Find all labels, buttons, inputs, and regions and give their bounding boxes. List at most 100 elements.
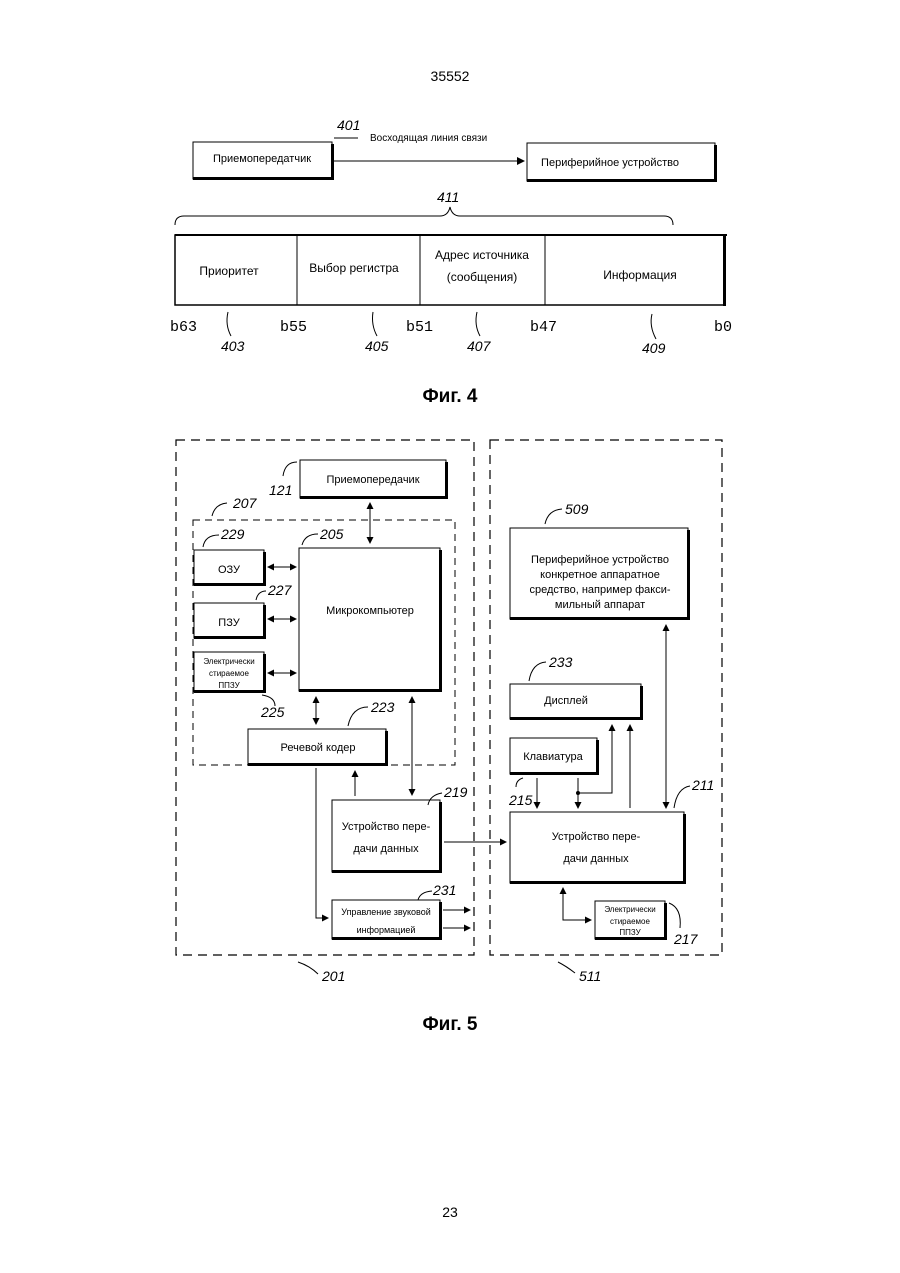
peripheral-hardware-box: Периферийное устройство конкретное аппар…: [510, 528, 690, 620]
figure-4-diagram: 401 Восходящая линия связи Приемопередат…: [0, 0, 900, 400]
eeprom-right-box: Электрически стираемое ППЗУ: [595, 901, 667, 940]
keyboard-label: Клавиатура: [523, 751, 583, 763]
vocoder-audio-link: [316, 768, 328, 918]
eeprom-right-line3: ППЗУ: [619, 928, 641, 937]
junction-dot: [576, 791, 580, 795]
ref-405: 405: [365, 338, 389, 354]
ref-215-leader: [516, 778, 523, 787]
rom-box: ПЗУ: [194, 603, 266, 639]
frame-ref: 411: [437, 189, 459, 205]
left-unit-boundary: [176, 440, 474, 955]
field-source-address-line2: (сообщения): [447, 270, 518, 284]
ref-205: 205: [319, 526, 344, 542]
field-information: Информация: [603, 268, 676, 282]
figure-5-diagram: Приемопередачик 121 207 Микрокомпьютер 2…: [0, 430, 900, 1000]
ref-233-leader: [529, 662, 546, 681]
ref-229: 229: [220, 526, 245, 542]
bit-b0: b0: [714, 319, 732, 336]
audio-control-box: Управление звуковой информацией: [332, 900, 442, 940]
eeprom-left-box: Электрически стираемое ППЗУ: [194, 652, 266, 693]
ref-231-leader: [418, 891, 432, 900]
fig5-transceiver-label: Приемопередачик: [326, 474, 419, 486]
uplink-ref: 401: [337, 117, 360, 133]
ref-201-leader: [298, 962, 318, 974]
ref-215: 215: [508, 792, 533, 808]
ref-407-leader: [476, 312, 480, 336]
peripheral-line4: мильный аппарат: [555, 599, 645, 611]
eeprom-left-line3: ППЗУ: [218, 681, 240, 690]
ref-217-leader: [669, 903, 680, 928]
data-transfer-right-line1: Устройство пере-: [552, 831, 641, 843]
ref-207: 207: [232, 495, 258, 511]
ram-box: ОЗУ: [194, 550, 266, 586]
ref-211-leader: [674, 786, 690, 808]
ref-511: 511: [579, 968, 601, 984]
ref-407: 407: [467, 338, 492, 354]
ref-409: 409: [642, 340, 666, 356]
audio-control-line2: информацией: [357, 925, 416, 935]
bit-b63: b63: [170, 319, 197, 336]
fig4-peripheral-label: Периферийное устройство: [541, 157, 679, 169]
uplink-label: Восходящая линия связи: [370, 133, 487, 144]
eeprom-right-line1: Электрически: [604, 905, 655, 914]
data-transfer-right-line2: дачи данных: [563, 853, 629, 865]
ref-121-leader: [283, 462, 297, 476]
ref-233: 233: [548, 654, 573, 670]
eeprom-right-line2: стираемое: [610, 917, 650, 926]
peripheral-line1: Периферийное устройство: [531, 554, 669, 566]
field-register-select: Выбор регистра: [309, 261, 399, 275]
ref-509-leader: [545, 509, 562, 524]
ref-205-leader: [302, 534, 318, 545]
page-number: 23: [0, 1204, 900, 1220]
data-transfer-left-box: Устройство пере- дачи данных: [332, 800, 442, 873]
field-priority: Приоритет: [199, 264, 259, 278]
fig4-transceiver-label: Приемопередатчик: [213, 153, 311, 165]
frame-brace: [175, 207, 673, 225]
ram-label: ОЗУ: [218, 564, 241, 576]
vocoder-label: Речевой кодер: [281, 742, 356, 754]
display-box: Дисплей: [510, 684, 643, 720]
bit-b51: b51: [406, 319, 433, 336]
ref-231: 231: [432, 882, 456, 898]
figure-4-caption: Фиг. 4: [0, 386, 900, 408]
data-eeprom-link: [563, 888, 591, 920]
ref-121: 121: [269, 482, 292, 498]
fig4-transceiver-box: Приемопередатчик: [193, 142, 334, 180]
ref-225: 225: [260, 704, 285, 720]
microcomputer-box: Микрокомпьютер: [299, 548, 442, 692]
ref-509: 509: [565, 501, 589, 517]
data-transfer-left-line1: Устройство пере-: [342, 821, 431, 833]
bit-b55: b55: [280, 319, 307, 336]
eeprom-left-line2: стираемое: [209, 669, 249, 678]
peripheral-line3: средство, например факси-: [529, 584, 670, 596]
display-label: Дисплей: [544, 695, 588, 707]
data-transfer-right-box: Устройство пере- дачи данных: [510, 812, 686, 884]
ref-219: 219: [443, 784, 468, 800]
ref-223-leader: [348, 707, 368, 726]
bit-b47: b47: [530, 319, 557, 336]
microcomputer-label: Микрокомпьютер: [326, 605, 414, 617]
audio-control-line1: Управление звуковой: [341, 907, 431, 917]
peripheral-line2: конкретное аппаратное: [540, 569, 660, 581]
vocoder-box: Речевой кодер: [248, 729, 388, 766]
fig4-peripheral-box: Периферийное устройство: [527, 143, 717, 182]
data-transfer-left-line2: дачи данных: [353, 843, 419, 855]
ref-217: 217: [673, 931, 699, 947]
eeprom-left-line1: Электрически: [203, 657, 254, 666]
ref-201: 201: [321, 968, 345, 984]
field-source-address-line1: Адрес источника: [435, 248, 529, 262]
keyboard-box: Клавиатура: [510, 738, 599, 775]
ref-207-leader: [212, 503, 227, 516]
ref-511-leader: [558, 962, 575, 973]
figure-5-caption: Фиг. 5: [0, 1014, 900, 1036]
ref-403-leader: [227, 312, 231, 336]
ref-409-leader: [651, 314, 656, 339]
ref-403: 403: [221, 338, 245, 354]
ref-227-leader: [256, 591, 266, 600]
ref-405-leader: [373, 312, 378, 336]
ref-229-leader: [203, 535, 219, 547]
ref-211: 211: [691, 777, 714, 793]
ref-223: 223: [370, 699, 395, 715]
ref-227: 227: [267, 582, 293, 598]
rom-label: ПЗУ: [218, 617, 240, 629]
